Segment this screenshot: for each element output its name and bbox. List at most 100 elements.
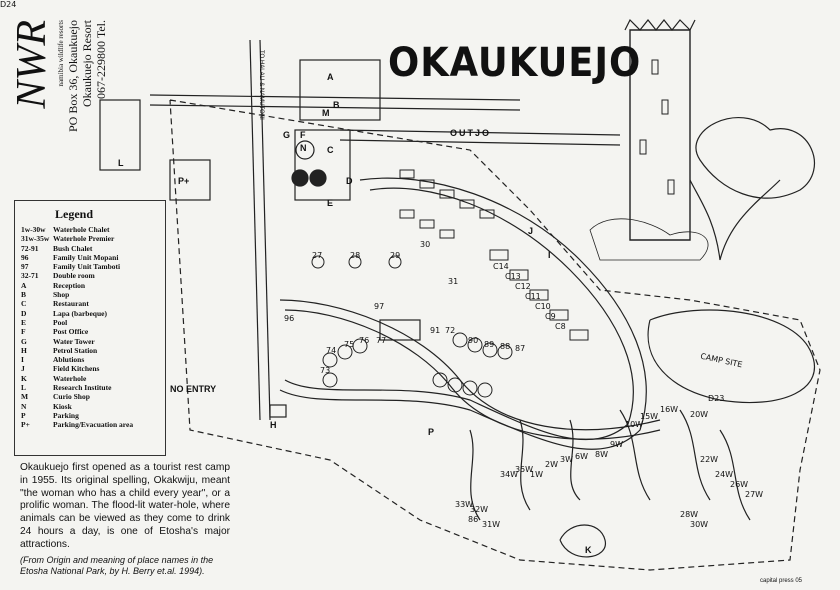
legend-label: Research Institute bbox=[53, 383, 112, 393]
facility-letter-label: N bbox=[300, 143, 307, 153]
chalet-code-label: 16W bbox=[660, 405, 679, 414]
credit: capital press 05 bbox=[760, 578, 803, 584]
legend-label: Family Unit Tamboti bbox=[53, 262, 121, 272]
facility-letter-label: M bbox=[322, 108, 330, 118]
facility-letter-label: I bbox=[548, 250, 551, 260]
legend-code: K bbox=[21, 373, 27, 383]
chalet-code-label: 22W bbox=[700, 455, 719, 464]
ring-road bbox=[279, 177, 647, 450]
chalet-code-label: 31W bbox=[482, 520, 501, 529]
chalet-number-label: 89 bbox=[484, 340, 495, 349]
chalet-code-label: C12 bbox=[515, 282, 531, 291]
legend-label: Curio Shop bbox=[53, 392, 90, 402]
chalet-code-label: 24W bbox=[715, 470, 734, 479]
legend-item: D Lapa (barbeque) bbox=[15, 309, 165, 318]
legend-code: L bbox=[21, 383, 27, 393]
legend-code: M bbox=[21, 392, 29, 402]
chalet-code-label: 3W bbox=[560, 455, 573, 464]
facility-letter-label: D bbox=[346, 176, 353, 186]
legend-item: A Reception bbox=[15, 281, 165, 290]
facility-letter-label: P+ bbox=[178, 176, 190, 186]
legend-item: K Waterhole bbox=[15, 374, 165, 383]
tower-drawing bbox=[629, 29, 691, 241]
chalet-code-label: 35W bbox=[515, 465, 534, 474]
chalet-code-label: 10W bbox=[625, 420, 644, 429]
chalet-number-label: 75 bbox=[344, 340, 355, 349]
legend-item: M Curio Shop bbox=[15, 392, 165, 401]
chalet-number-label: 90 bbox=[468, 336, 479, 345]
map-title: OKAUKUEJO bbox=[388, 40, 642, 86]
chalet-number-label: 28 bbox=[350, 251, 361, 260]
chalet-code-label: C8 bbox=[555, 322, 566, 331]
legend-item: C Restaurant bbox=[15, 299, 165, 308]
chalet-code-label: 6W bbox=[575, 452, 588, 461]
legend-code: H bbox=[21, 345, 27, 355]
legend-label: Family Unit Mopani bbox=[53, 252, 119, 262]
legend-code: 96 bbox=[21, 252, 29, 262]
legend-label: Kiosk bbox=[53, 401, 72, 411]
legend-label: Parking bbox=[53, 410, 79, 420]
legend-label: Lapa (barbeque) bbox=[53, 308, 107, 318]
chalet-code-label: 26W bbox=[730, 480, 749, 489]
chalet-number-label: 74 bbox=[326, 346, 337, 355]
legend-code: D bbox=[21, 308, 27, 318]
campsite-loop bbox=[647, 309, 816, 404]
chalet-code-label: C10 bbox=[535, 302, 551, 311]
facility-letter-label: F bbox=[300, 130, 306, 140]
legend-code: 1w-30w bbox=[21, 225, 46, 234]
tree-drawing bbox=[689, 117, 816, 261]
facility-letter-label: B bbox=[333, 100, 340, 110]
road-label-outjo: OUTJO bbox=[450, 128, 492, 138]
legend-code: P+ bbox=[21, 420, 30, 430]
legend-code: F bbox=[21, 327, 26, 337]
legend-label: Restaurant bbox=[53, 299, 89, 309]
legend-code: I bbox=[21, 355, 24, 365]
facility-letter-label: J bbox=[528, 226, 534, 236]
legend-code: A bbox=[21, 280, 27, 290]
chalet-code-label: 34W bbox=[500, 470, 519, 479]
chalet-number-label: 86 bbox=[468, 515, 479, 524]
legend-item: P+Parking/Evacuation area bbox=[15, 420, 165, 429]
nwr-logo: NWR bbox=[9, 20, 55, 109]
chalet-code-label: 15W bbox=[640, 412, 659, 421]
legend-code: B bbox=[21, 290, 27, 300]
legend-item: E Pool bbox=[15, 318, 165, 327]
legend-item: L Research Institute bbox=[15, 383, 165, 392]
legend-item: 96 Family Unit Mopani bbox=[15, 253, 165, 262]
facility-letter-label: C bbox=[327, 145, 334, 155]
legend-label: Waterhole bbox=[53, 373, 87, 383]
address-line-3: 067-229800 Tel. bbox=[94, 20, 108, 99]
chalet-code-label: C14 bbox=[493, 262, 509, 271]
chalet-code-label: C9 bbox=[545, 312, 556, 321]
chalet-number-label: D24 bbox=[0, 0, 17, 9]
legend-code: C bbox=[21, 299, 27, 309]
legend-code: E bbox=[21, 317, 27, 327]
chalet-number-label: 73 bbox=[320, 366, 331, 375]
legend-code: 72-91 bbox=[21, 243, 39, 253]
chalet-number-label: 29 bbox=[390, 251, 401, 260]
waterhole bbox=[559, 524, 606, 558]
chalet-number-label: D23 bbox=[708, 394, 725, 403]
legend-label: Water Tower bbox=[53, 336, 95, 346]
legend-label: Reception bbox=[53, 280, 86, 290]
chalet-code-label: 8W bbox=[595, 450, 608, 459]
facility-letter-label: A bbox=[327, 72, 334, 82]
legend-label: Pool bbox=[53, 317, 68, 327]
road-sign: TO HALALI & NAMUTONI bbox=[258, 50, 264, 120]
chalet-number-label: 91 bbox=[430, 326, 441, 335]
description-text: Okaukuejo first opened as a tourist rest… bbox=[20, 462, 230, 550]
chalet-number-label: 72 bbox=[445, 326, 456, 335]
chalet-code-label: 33W bbox=[455, 500, 474, 509]
legend-title: Legend bbox=[55, 207, 94, 221]
chalet-code-label: 30W bbox=[690, 520, 709, 529]
